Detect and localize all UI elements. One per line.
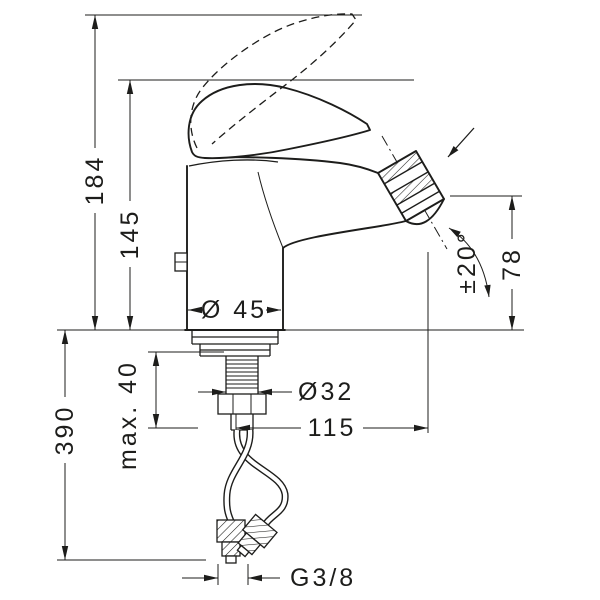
- dimension-handle-height: 145: [116, 80, 144, 330]
- dim-label-g38: G3/8: [290, 564, 356, 592]
- extension-lines: [57, 14, 524, 585]
- base-flange: [184, 329, 286, 357]
- dim-label-diameter-45: Ø 45: [201, 296, 267, 324]
- dimension-swivel-angle: ±20°: [448, 227, 491, 298]
- dimension-overall-height: 184: [81, 15, 109, 330]
- handle-raised-position: [190, 13, 357, 149]
- faucet-drawing: [174, 13, 448, 564]
- dimension-connection-thread: G3/8: [182, 564, 356, 592]
- dimension-spout-height: 78: [498, 196, 526, 330]
- pop-up-knob: [174, 252, 188, 272]
- mounting-nut: [217, 393, 267, 415]
- dim-label-115: 115: [308, 414, 357, 442]
- mounting-shank: [217, 356, 267, 431]
- dim-label-184: 184: [81, 155, 109, 206]
- faucet-handle: [187, 83, 371, 160]
- dim-label-swivel-angle: ±20°: [453, 230, 481, 294]
- aerator-pointer-arrow: [447, 127, 475, 158]
- dimension-max-mounting-thickness: max. 40: [114, 352, 160, 470]
- supply-hose-left: [223, 429, 254, 523]
- dim-label-max-40: max. 40: [114, 360, 142, 470]
- dimension-hose-length: 390: [51, 330, 79, 560]
- hose-connector-bottom: [216, 519, 246, 564]
- dim-label-diameter-32: Ø32: [298, 378, 354, 406]
- dim-label-390: 390: [51, 405, 79, 456]
- aerator: [377, 135, 448, 250]
- supply-hose-right: [233, 429, 289, 527]
- dimension-shank-diameter: Ø32: [198, 378, 354, 406]
- hose-connector-angled: [236, 513, 278, 558]
- supply-hoses: [216, 429, 289, 564]
- dim-label-145: 145: [116, 209, 144, 260]
- aerator-tip: [405, 198, 445, 226]
- dimension-spout-reach: 115: [236, 414, 428, 442]
- dim-label-78: 78: [498, 247, 526, 281]
- dimension-base-diameter: Ø 45: [188, 296, 281, 324]
